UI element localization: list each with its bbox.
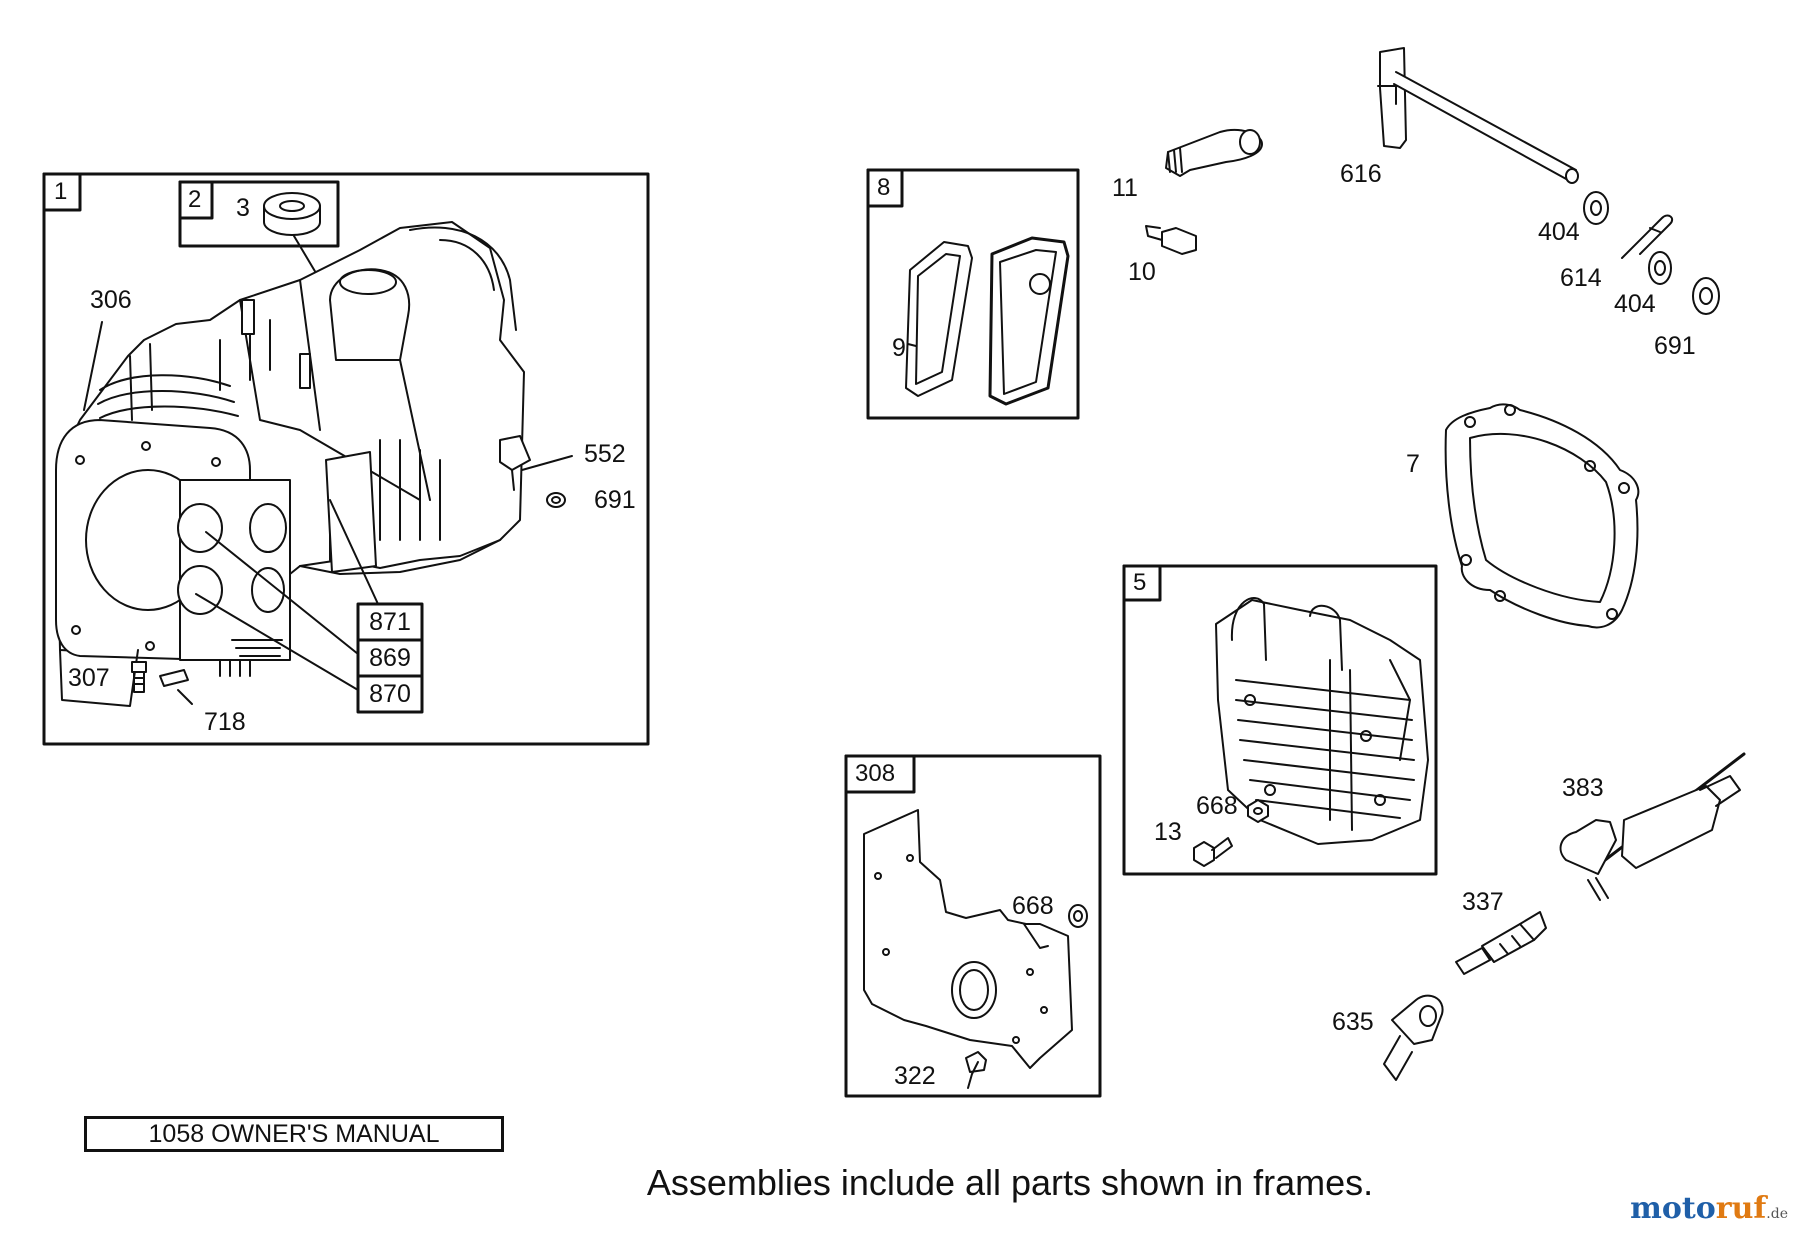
- callout-7: 7: [1406, 450, 1420, 478]
- frame-308-border: [844, 754, 1102, 1098]
- leader-552: [521, 455, 573, 471]
- engine-block: [55, 221, 525, 707]
- hairpin-614: [1621, 214, 1674, 259]
- frame-5-tag-box: [1122, 564, 1162, 602]
- breather-gasket: [905, 241, 973, 397]
- spark-plug-337: [1455, 911, 1547, 975]
- callout-614: 614: [1560, 264, 1602, 292]
- leader-306: [83, 321, 103, 411]
- owners-manual-label: 1058 OWNER'S MANUAL: [84, 1116, 504, 1152]
- frame-5-label: 5: [1133, 569, 1147, 596]
- frame-1-label: 1: [54, 178, 68, 205]
- callout-306: 306: [90, 286, 132, 314]
- screw-10: [1145, 225, 1197, 255]
- callout-871: 871: [369, 608, 411, 636]
- frame-8-border: [866, 168, 1080, 420]
- callout-307: 307: [68, 664, 110, 692]
- leader-869: [205, 531, 359, 655]
- breather-plate: [325, 451, 377, 573]
- screw-322: [965, 1051, 987, 1089]
- callout-869: 869: [369, 644, 411, 672]
- watermark-tld: .de: [1766, 1206, 1788, 1222]
- watermark-accent: ruf: [1715, 1191, 1767, 1226]
- callout-337: 337: [1462, 888, 1504, 916]
- leader-871: [329, 499, 379, 605]
- frame-308-tag-box: [844, 754, 916, 794]
- frame-2-label: 2: [188, 186, 202, 213]
- callout-691-right: 691: [1654, 332, 1696, 360]
- frame-1-tag-box: [42, 172, 82, 212]
- callout-404-bottom: 404: [1614, 290, 1656, 318]
- callout-3: 3: [236, 194, 250, 222]
- callout-668-baffle: 668: [1012, 892, 1054, 920]
- callout-668-head: 668: [1196, 792, 1238, 820]
- leader-718: [177, 689, 193, 705]
- nut-668-head: [1247, 799, 1269, 823]
- callout-552: 552: [584, 440, 626, 468]
- frame-8-tag-box: [866, 168, 904, 208]
- frame-1-border: [42, 172, 650, 746]
- callout-383: 383: [1562, 774, 1604, 802]
- screw-13: [1193, 837, 1233, 867]
- callout-616: 616: [1340, 160, 1382, 188]
- callout-10: 10: [1128, 258, 1156, 286]
- frame-8-label: 8: [877, 174, 891, 201]
- watermark-logo: motoruf.de: [1630, 1191, 1788, 1226]
- dipstick-fitting: [499, 435, 531, 491]
- cylinder-head: [1215, 597, 1429, 845]
- screw-307: [131, 661, 147, 693]
- leader-9: [907, 343, 917, 347]
- watermark-main: moto: [1630, 1191, 1716, 1226]
- nut-668-baffle: [1068, 904, 1088, 928]
- washer-404-bottom: [1648, 251, 1672, 285]
- governor-shaft-616: [1377, 47, 1579, 184]
- breather-tube-11: [1165, 128, 1263, 177]
- callout-404-top: 404: [1538, 218, 1580, 246]
- callout-635: 635: [1332, 1008, 1374, 1036]
- callout-718: 718: [204, 708, 246, 736]
- callout-870: 870: [369, 680, 411, 708]
- leader-870: [195, 593, 359, 691]
- assemblies-footnote: Assemblies include all parts shown in fr…: [646, 1162, 1374, 1203]
- oil-seal: [263, 192, 321, 236]
- washer-691-right: [1692, 277, 1720, 315]
- plug-wrench-383: [1559, 752, 1746, 901]
- frame-2-tag-box: [178, 180, 214, 220]
- callout-322: 322: [894, 1062, 936, 1090]
- breather-cover: [988, 236, 1070, 406]
- head-gasket-7: [1444, 403, 1640, 629]
- callout-691-left: 691: [594, 486, 636, 514]
- pin-718: [159, 669, 189, 687]
- callout-13: 13: [1154, 818, 1182, 846]
- frame-5-border: [1122, 564, 1438, 876]
- box-870: [356, 674, 424, 714]
- washer-404-top: [1583, 191, 1609, 225]
- callout-9: 9: [892, 334, 906, 362]
- washer-691-left: [546, 492, 566, 508]
- plug-boot-635: [1383, 994, 1444, 1081]
- callout-11: 11: [1112, 174, 1138, 202]
- cylinder-baffle: [863, 809, 1073, 1069]
- frame-308-label: 308: [855, 760, 896, 787]
